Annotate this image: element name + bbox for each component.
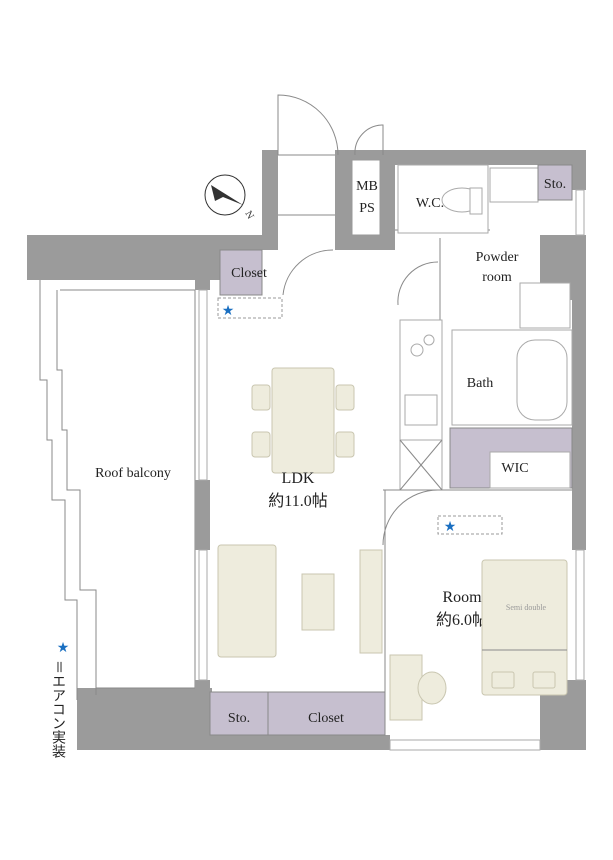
desk — [389, 654, 423, 721]
room-label: Room — [442, 589, 482, 606]
ldk-label: LDK — [282, 470, 315, 487]
chair — [417, 671, 447, 705]
bed: Semi double — [481, 559, 568, 696]
entrance-doors — [277, 94, 490, 546]
vanity-sink — [489, 167, 539, 203]
closet-bottom-label: Closet — [308, 711, 344, 726]
mb-label: MB — [356, 179, 378, 194]
legend-star-icon: ★ — [57, 640, 70, 656]
north-compass-icon: N — [204, 174, 255, 222]
dining-set — [251, 367, 355, 474]
wc: W.C. — [397, 164, 489, 234]
room-size: 約6.0帖 — [436, 611, 488, 629]
aircon-star-icon: ★ — [222, 303, 235, 319]
storage-bottom-label: Sto. — [228, 711, 250, 726]
closet-entry — [219, 249, 263, 296]
svg-text:Semi double: Semi double — [506, 603, 547, 612]
powder-room-label-2: room — [482, 270, 512, 285]
powder-room-label: Powder — [476, 250, 519, 265]
closet-bottom — [267, 691, 386, 736]
svg-text:N: N — [242, 210, 255, 222]
storage-top-label: Sto. — [544, 177, 566, 192]
ps-label: PS — [359, 201, 375, 216]
storage-top — [537, 164, 573, 201]
kitchen — [399, 319, 443, 491]
aircon-star-icon-room: ★ — [444, 519, 457, 535]
ldk-size: 約11.0帖 — [268, 492, 327, 510]
legend: ★ ＝エアコン実装 — [50, 640, 69, 758]
tv-board — [359, 549, 383, 654]
coffee-table — [301, 573, 335, 631]
wic-label: WIC — [501, 461, 528, 476]
roof-balcony-label: Roof balcony — [95, 466, 171, 481]
washing-machine-pan — [519, 282, 571, 329]
closet-entry-label: Closet — [231, 266, 267, 281]
sofa — [217, 544, 277, 658]
svg-text:W.C.: W.C. — [416, 196, 444, 211]
legend-text: ＝エアコン実装 — [50, 660, 66, 758]
svg-text:Bath: Bath — [467, 376, 493, 391]
bath: Bath — [451, 329, 573, 426]
